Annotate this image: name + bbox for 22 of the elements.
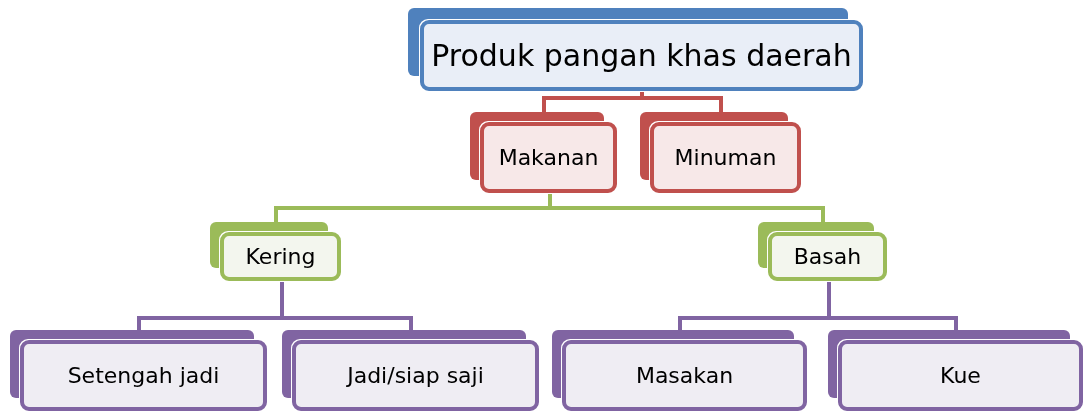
node-label: Masakan bbox=[635, 363, 734, 388]
hierarchy-box bbox=[828, 330, 1084, 412]
hierarchy-box bbox=[408, 8, 864, 92]
node-label: Kue bbox=[940, 363, 981, 388]
hierarchy-box bbox=[552, 330, 808, 412]
hierarchy-box bbox=[282, 330, 540, 412]
connector-line bbox=[827, 282, 958, 330]
hierarchy-box bbox=[640, 112, 802, 194]
connector-line bbox=[640, 92, 723, 112]
hierarchy-box bbox=[470, 112, 618, 194]
node-label: Setengah jadi bbox=[67, 363, 220, 388]
node-label: Kering bbox=[245, 244, 316, 269]
connector-line bbox=[548, 194, 825, 222]
node-label: Produk pangan khas daerah bbox=[431, 38, 852, 73]
connector-line bbox=[280, 282, 413, 330]
node-label: Makanan bbox=[498, 145, 599, 170]
node-label: Basah bbox=[793, 244, 862, 269]
hierarchy-box bbox=[210, 222, 342, 282]
node-label: Jadi/siap saji bbox=[347, 363, 484, 388]
hierarchy-box bbox=[758, 222, 888, 282]
node-label: Minuman bbox=[674, 145, 777, 170]
hierarchy-box bbox=[10, 330, 268, 412]
